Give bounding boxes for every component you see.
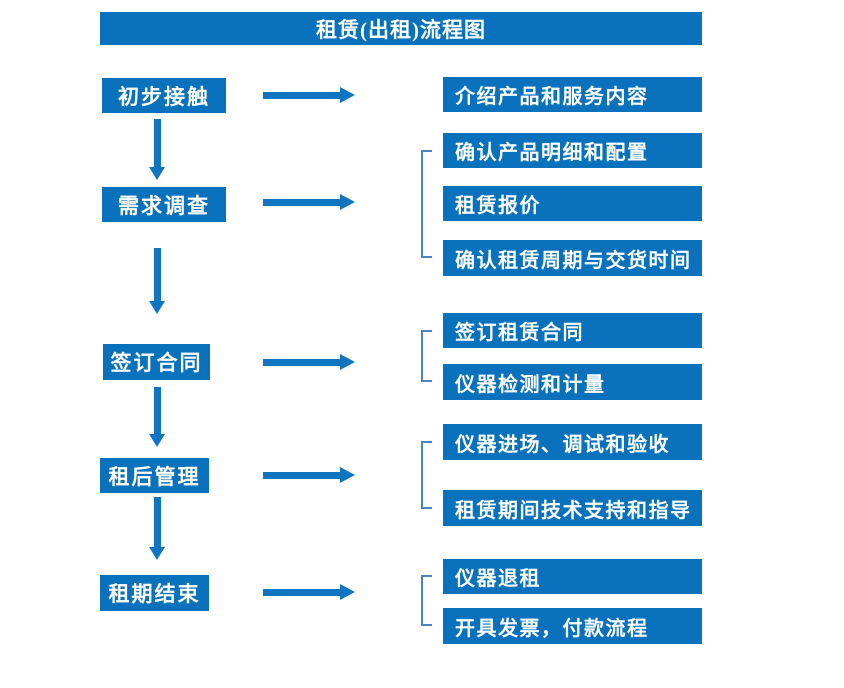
detail-box-rental-quote: 租赁报价 [443, 186, 702, 221]
detail-box-technical-support: 租赁期间技术支持和指导 [443, 490, 702, 526]
group-bracket-sign-contract [421, 330, 432, 382]
right-arrow-shaft [263, 358, 340, 366]
down-arrow-shaft [153, 248, 161, 301]
right-arrow-shaft [263, 198, 340, 206]
right-arrow-2 [263, 194, 355, 210]
step-box-rental-end: 租期结束 [100, 575, 209, 611]
down-arrow-2 [149, 248, 165, 314]
right-arrow-shaft [263, 471, 340, 479]
detail-box-confirm-product-details: 确认产品明细和配置 [443, 133, 702, 168]
right-arrow-shaft [263, 91, 340, 99]
down-arrow-3 [149, 387, 165, 447]
detail-box-introduce-products: 介绍产品和服务内容 [443, 77, 702, 112]
diagram-title: 租赁(出租)流程图 [100, 12, 702, 45]
right-arrow-3 [263, 354, 355, 370]
detail-box-instrument-inspection: 仪器检测和计量 [443, 364, 702, 400]
right-arrow-4 [263, 467, 355, 483]
step-box-demand-survey: 需求调查 [102, 187, 226, 222]
detail-box-confirm-rental-period: 确认租赁周期与交货时间 [443, 240, 702, 276]
step-box-sign-contract: 签订合同 [103, 344, 210, 380]
right-arrow-head [340, 354, 355, 370]
down-arrow-1 [149, 119, 165, 180]
detail-box-instrument-setup: 仪器进场、调试和验收 [443, 424, 702, 460]
down-arrow-shaft [153, 387, 161, 434]
down-arrow-shaft [153, 119, 161, 167]
group-bracket-post-rental [421, 441, 432, 509]
step-box-initial-contact: 初步接触 [102, 78, 226, 113]
down-arrow-shaft [153, 497, 161, 547]
right-arrow-head [340, 194, 355, 210]
down-arrow-head [149, 301, 165, 314]
right-arrow-5 [263, 584, 355, 600]
down-arrow-4 [149, 497, 165, 560]
down-arrow-head [149, 434, 165, 447]
detail-box-sign-rental-contract: 签订租赁合同 [443, 313, 702, 348]
right-arrow-head [340, 87, 355, 103]
right-arrow-1 [263, 87, 355, 103]
step-box-post-rental-management: 租后管理 [100, 458, 209, 493]
group-bracket-rental-end [421, 575, 432, 626]
down-arrow-head [149, 547, 165, 560]
down-arrow-head [149, 167, 165, 180]
group-bracket-demand-survey [421, 150, 432, 258]
right-arrow-head [340, 584, 355, 600]
detail-box-instrument-return: 仪器退租 [443, 559, 702, 594]
right-arrow-head [340, 467, 355, 483]
detail-box-invoice-payment: 开具发票，付款流程 [443, 608, 702, 644]
right-arrow-shaft [263, 588, 340, 596]
